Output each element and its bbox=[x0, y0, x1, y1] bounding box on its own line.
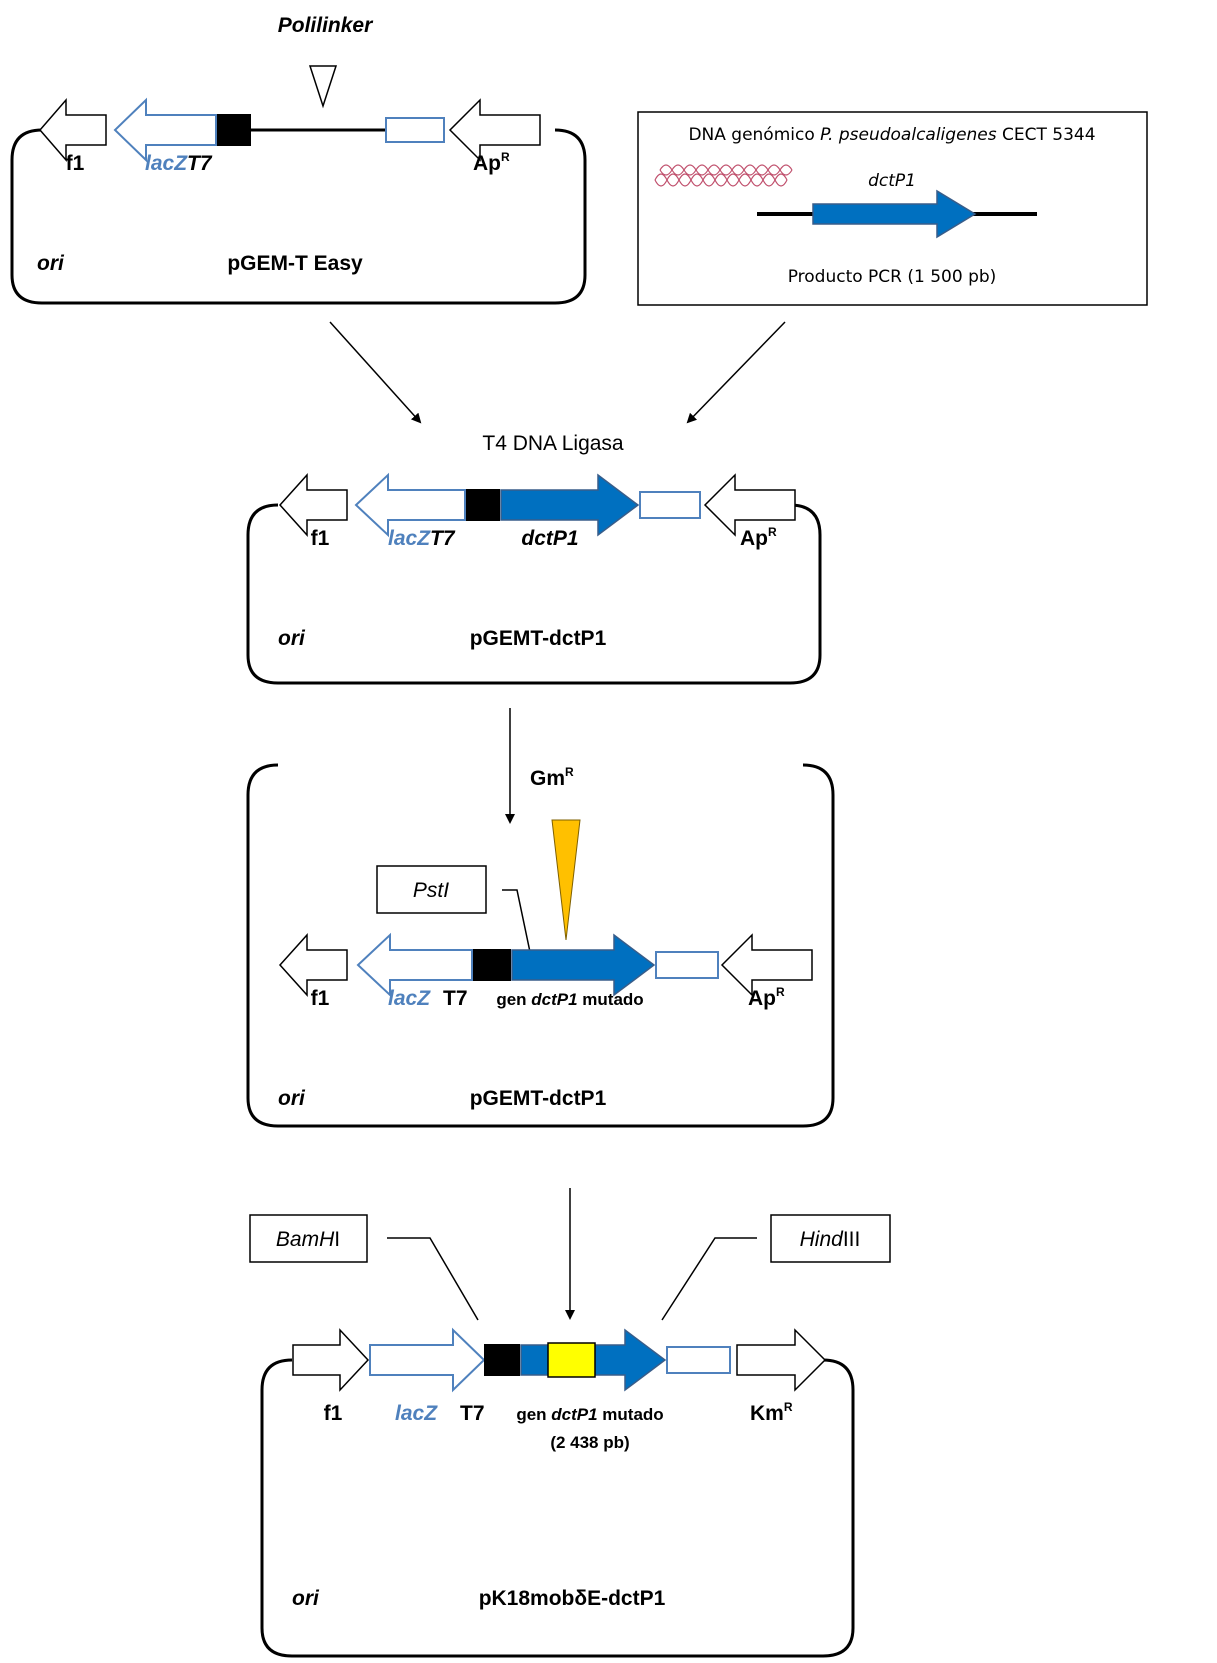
lacz-label: lacZ bbox=[388, 987, 431, 1010]
ori-label: ori bbox=[37, 252, 65, 275]
km-label: KmR bbox=[750, 1400, 793, 1425]
f1-arrow bbox=[278, 933, 348, 997]
plasmid-pk18mob-dctp1: BamHI HindIII f1 lacZ T7 gen dctP1 mutad… bbox=[249, 1214, 891, 1658]
genomic-title: DNA genómico P. pseudoalcaligenes CECT 5… bbox=[688, 125, 1095, 145]
ap-label: ApR bbox=[748, 985, 785, 1010]
t7-box bbox=[473, 949, 511, 981]
psti-label: PstI bbox=[413, 879, 449, 902]
t7-label: T7 bbox=[187, 152, 213, 175]
polilinker-marker bbox=[308, 65, 338, 109]
mcs-box bbox=[655, 951, 719, 979]
plasmid-pgemt-dctp1: f1 lacZT7 dctP1 ApR ori pGEMT-dctP1 bbox=[246, 472, 822, 685]
psti-pointer bbox=[502, 889, 531, 953]
t7-box bbox=[466, 489, 500, 521]
genomic-dna-box: DNA genómico P. pseudoalcaligenes CECT 5… bbox=[637, 111, 1148, 306]
lacz-label: lacZ bbox=[145, 152, 188, 175]
dctp1-arrow bbox=[500, 473, 640, 537]
mcs-box bbox=[666, 1346, 731, 1374]
ap-arrow bbox=[720, 933, 813, 997]
gm-cassette-marker bbox=[551, 819, 581, 941]
pcr-dctp1-arrow bbox=[812, 189, 977, 239]
f1-label: f1 bbox=[311, 527, 330, 550]
lacz-label: lacZ bbox=[388, 527, 431, 550]
plasmid-backbone bbox=[246, 763, 835, 1128]
plasmid-pgemt-dctp1-mutated: PstI f1 lacZ T7 gen dctP1 mutado ApR ori… bbox=[246, 763, 835, 1128]
ori-label: ori bbox=[278, 1087, 306, 1110]
plasmid-backbone bbox=[260, 1358, 855, 1658]
ap-arrow bbox=[703, 473, 796, 537]
plasmid-pgem-t-easy: f1 lacZT7 ApR ori pGEM-T Easy bbox=[10, 97, 587, 305]
lacz-label: lacZ bbox=[395, 1402, 438, 1425]
genomic-gene-label: dctP1 bbox=[868, 171, 916, 191]
plasmid-name: pGEMT-dctP1 bbox=[470, 627, 607, 650]
lacz-arrow bbox=[356, 932, 473, 998]
f1-arrow bbox=[292, 1328, 370, 1392]
ap-arrow bbox=[448, 98, 541, 162]
hindiii-label-box bbox=[770, 1214, 891, 1263]
ap-label: ApR bbox=[473, 150, 510, 175]
gene-mutated-label: gen dctP1 mutado bbox=[496, 990, 643, 1009]
bamhi-label-box bbox=[249, 1214, 368, 1263]
mcs-box bbox=[385, 117, 445, 143]
f1-label: f1 bbox=[66, 152, 85, 175]
gene-mutated-label: gen dctP1 mutado bbox=[516, 1405, 663, 1424]
lacz-t7-label: lacZT7 bbox=[145, 152, 213, 175]
hindiii-pointer bbox=[661, 1237, 757, 1321]
plasmid-backbone bbox=[246, 503, 822, 685]
ap-label: ApR bbox=[740, 525, 777, 550]
plasmid-backbone bbox=[10, 128, 587, 305]
plasmid-name: pGEMT-dctP1 bbox=[470, 1087, 607, 1110]
lacz-t7-label: lacZT7 bbox=[388, 527, 456, 550]
t7-box bbox=[484, 1344, 520, 1376]
bamhi-label: BamHI bbox=[276, 1228, 340, 1251]
polilinker-label: Polilinker bbox=[278, 14, 374, 37]
dctp1-label: dctP1 bbox=[521, 527, 578, 550]
lacz-arrow bbox=[354, 472, 466, 538]
ori-label: ori bbox=[292, 1587, 320, 1610]
t7-label: T7 bbox=[443, 987, 468, 1010]
ligation-arrow-right bbox=[686, 321, 786, 424]
f1-label: f1 bbox=[324, 1402, 343, 1425]
t7-label: T7 bbox=[460, 1402, 485, 1425]
t7-label: T7 bbox=[430, 527, 456, 550]
pcr-product-label: Producto PCR (1 500 pb) bbox=[788, 267, 997, 287]
insert-size-label: (2 438 pb) bbox=[550, 1433, 629, 1452]
gm-label: GmR bbox=[530, 765, 574, 790]
ori-label: ori bbox=[278, 627, 306, 650]
hindiii-label: HindIII bbox=[800, 1228, 861, 1251]
dna-helix-icon bbox=[654, 164, 793, 187]
plasmid-name: pK18mobδE-dctP1 bbox=[479, 1587, 666, 1610]
bamhi-pointer bbox=[387, 1237, 479, 1321]
plasmid-name: pGEM-T Easy bbox=[227, 252, 363, 275]
ligation-arrow-left bbox=[329, 321, 422, 424]
lacz-arrow bbox=[369, 1327, 486, 1393]
km-arrow bbox=[736, 1328, 827, 1392]
ligase-label: T4 DNA Ligasa bbox=[482, 432, 624, 455]
mcs-box bbox=[639, 491, 701, 519]
f1-arrow bbox=[278, 473, 348, 537]
t7-box bbox=[217, 114, 251, 146]
psti-label-box bbox=[376, 865, 487, 914]
f1-arrow bbox=[39, 97, 107, 163]
lacz-arrow bbox=[113, 97, 217, 163]
gm-insert-box bbox=[547, 1342, 596, 1378]
dctp1-mutated-arrow bbox=[511, 933, 656, 997]
f1-label: f1 bbox=[311, 987, 330, 1010]
